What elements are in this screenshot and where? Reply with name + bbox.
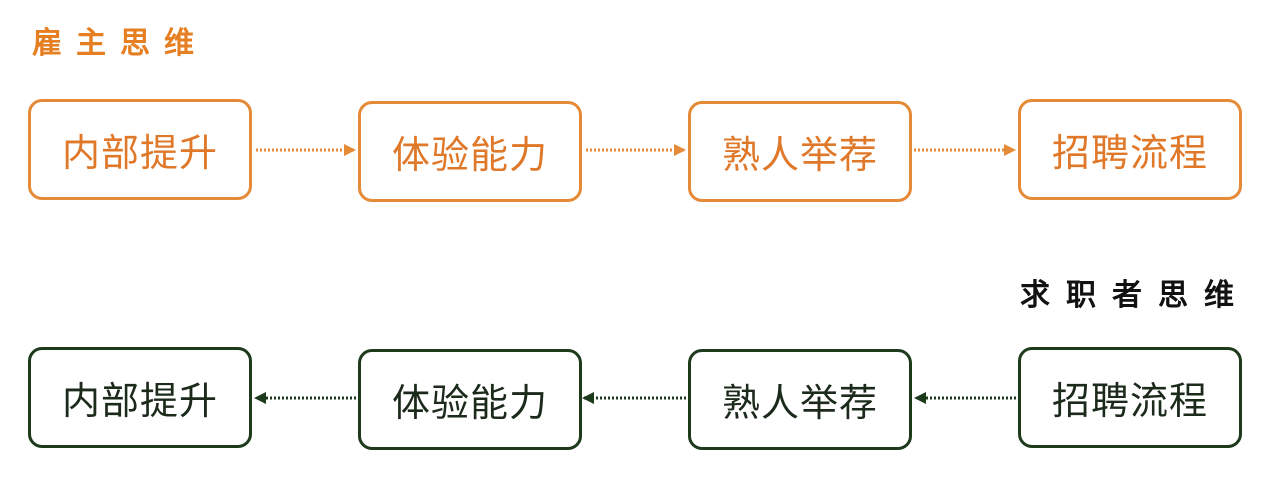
seeker-step-experience-ability: 体验能力 [358, 349, 582, 450]
employer-mindset-title: 雇主思维 [32, 26, 208, 61]
job-seeker-mindset-title: 求职者思维 [1020, 278, 1250, 313]
employer-step-referral: 熟人举荐 [688, 101, 912, 202]
seeker-step-internal-promotion: 内部提升 [28, 347, 252, 448]
seeker-step-referral: 熟人举荐 [688, 349, 912, 450]
seeker-step-recruitment-process: 招聘流程 [1018, 347, 1242, 448]
employer-step-experience-ability: 体验能力 [358, 101, 582, 202]
employer-step-internal-promotion: 内部提升 [28, 99, 252, 200]
employer-step-recruitment-process: 招聘流程 [1018, 99, 1242, 200]
